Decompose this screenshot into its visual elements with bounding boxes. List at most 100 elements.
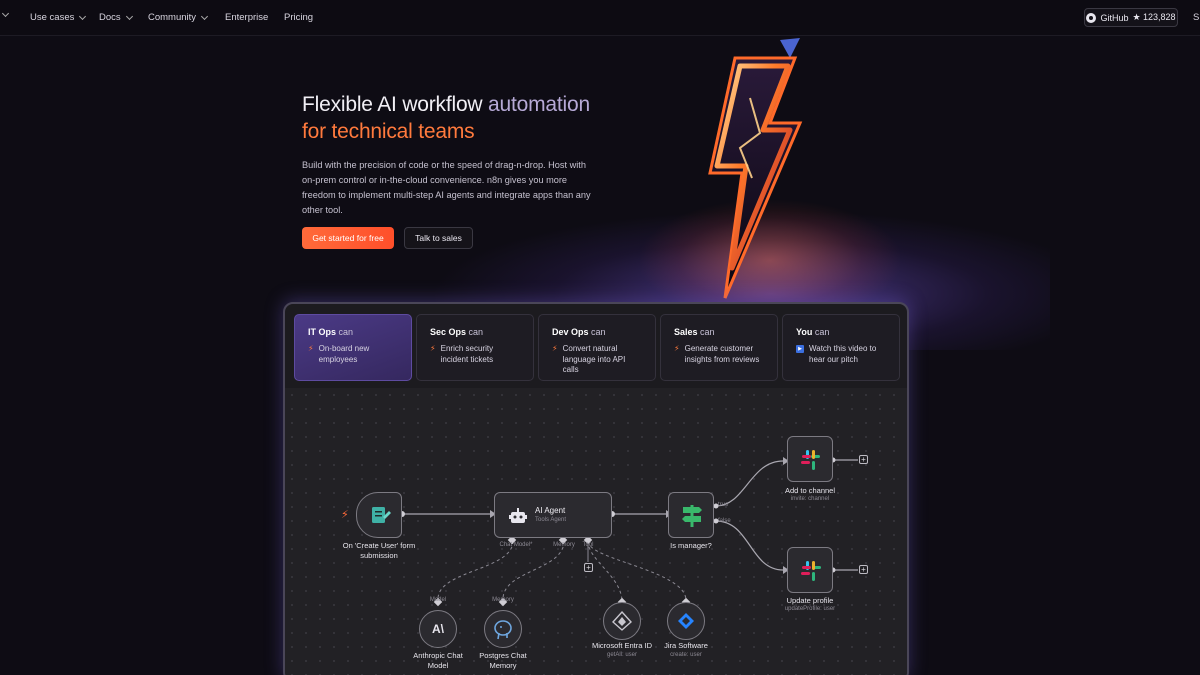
switch-label: Is manager? xyxy=(670,541,712,550)
jira-subtitle: create: user xyxy=(670,652,702,658)
memory-port-label: Memory xyxy=(492,597,514,603)
port-memory: Memory xyxy=(553,542,575,548)
entra-id-icon xyxy=(612,610,632,631)
hero-title-line2: for technical teams xyxy=(302,120,475,143)
card-title: Sales can xyxy=(674,327,764,337)
card-text: On-board new employees xyxy=(318,344,370,364)
card-you[interactable]: You can ▶ Watch this video to hear our pi… xyxy=(782,314,900,381)
nav-community[interactable]: Community xyxy=(148,12,209,23)
slack-icon xyxy=(801,450,820,470)
card-body: ⚡Enrich security incident tickets xyxy=(430,344,520,365)
github-icon xyxy=(1086,12,1097,23)
chevron-down-icon xyxy=(125,12,133,20)
card-title: You can xyxy=(796,327,886,337)
card-title-can: can xyxy=(591,327,606,337)
switch-node[interactable] xyxy=(668,492,714,538)
signpost-icon xyxy=(682,505,702,527)
ai-agent-title: AI Agent xyxy=(535,506,566,515)
ai-agent-node[interactable]: AI Agent Tools Agent xyxy=(494,492,612,538)
slack-icon xyxy=(801,561,821,581)
hero-description: Build with the precision of code or the … xyxy=(302,160,591,215)
nav-sign-in[interactable]: Si xyxy=(1193,12,1200,23)
card-text: Watch this video to hear our pitch xyxy=(809,344,877,364)
add-tool-button[interactable]: + xyxy=(584,563,593,572)
port-tool: Tool xyxy=(582,542,594,548)
chevron-down-icon[interactable] xyxy=(1,9,10,18)
slack-add-channel-node[interactable] xyxy=(787,436,833,482)
trigger-label: On 'Create User' form submission xyxy=(342,541,416,560)
card-title-name: Dev Ops xyxy=(552,327,589,337)
trigger-bolt-icon: ⚡ xyxy=(341,509,349,521)
nav-use-cases[interactable]: Use cases xyxy=(30,12,87,23)
update-profile-subtitle: updateProfile: user xyxy=(784,606,836,612)
hero-title-part2: automation xyxy=(488,93,590,116)
nav-use-cases-label: Use cases xyxy=(30,12,75,23)
card-text: Generate customer insights from reviews xyxy=(684,344,760,364)
card-title-can: can xyxy=(468,327,484,337)
card-body: ▶ Watch this video to hear our pitch xyxy=(796,344,886,365)
postgres-label: Postgres Chat Memory xyxy=(479,651,527,670)
entra-subtitle: getAll: user xyxy=(606,652,637,658)
slack-update-profile-node[interactable] xyxy=(787,547,833,593)
model-port-label: Model xyxy=(429,597,447,603)
card-title: Sec Ops can xyxy=(430,327,520,337)
nav-community-label: Community xyxy=(148,12,197,23)
card-title-can: can xyxy=(700,327,715,337)
hero-glow-orange xyxy=(640,200,900,310)
nav-enterprise[interactable]: Enterprise xyxy=(225,12,268,23)
card-title-can: can xyxy=(338,327,354,337)
github-button[interactable]: GitHub ★ 123,828 xyxy=(1084,8,1178,27)
nav-enterprise-label: Enterprise xyxy=(225,12,269,23)
update-profile-label: Update profile xyxy=(786,596,834,605)
card-sec-ops[interactable]: Sec Ops can ⚡Enrich security incident ti… xyxy=(416,314,534,381)
trigger-node[interactable] xyxy=(356,492,402,538)
nav-docs-label: Docs xyxy=(99,12,121,23)
play-icon: ▶ xyxy=(796,345,804,353)
talk-to-sales-button[interactable]: Talk to sales xyxy=(404,227,473,249)
hero-title-line1: Flexible AI workflow automation xyxy=(302,93,590,117)
ai-agent-subtitle: Tools Agent xyxy=(535,517,567,523)
entra-label: Microsoft Entra ID xyxy=(591,641,652,650)
chevron-down-icon xyxy=(201,12,209,20)
card-body: ⚡ On-board new employees xyxy=(308,344,398,365)
jira-node[interactable] xyxy=(667,602,705,640)
card-sales[interactable]: Sales can ⚡Generate customer insights fr… xyxy=(660,314,778,381)
card-dev-ops[interactable]: Dev Ops can ⚡ Convert natural language in… xyxy=(538,314,656,381)
anthropic-icon: A\ xyxy=(432,622,444,636)
robot-icon xyxy=(509,508,527,523)
lightning-bolt-icon xyxy=(708,38,803,299)
jira-label: Jira Software xyxy=(664,641,708,650)
card-title-name: Sec Ops xyxy=(430,327,467,337)
get-started-button[interactable]: Get started for free xyxy=(302,227,394,249)
bolt-icon: ⚡ xyxy=(430,344,436,353)
card-title-can: can xyxy=(814,327,830,337)
card-title-name: You xyxy=(796,327,813,337)
entra-node[interactable] xyxy=(603,602,641,640)
card-title-name: IT Ops xyxy=(308,327,337,337)
switch-true-label: true xyxy=(718,502,729,508)
nav-pricing[interactable]: Pricing xyxy=(284,12,313,23)
github-label: GitHub xyxy=(1100,12,1129,23)
bolt-icon: ⚡ xyxy=(552,344,558,353)
chevron-down-icon xyxy=(79,12,87,20)
card-title: Dev Ops can xyxy=(552,327,642,337)
hero-title-part1: Flexible AI workflow xyxy=(302,93,483,116)
postgres-node[interactable] xyxy=(484,610,522,648)
nav-docs[interactable]: Docs xyxy=(99,12,133,23)
switch-false-label: false xyxy=(718,518,731,524)
add-channel-label: Add to channel xyxy=(784,486,836,495)
github-stars: ★ 123,828 xyxy=(1132,12,1176,22)
anthropic-label: Anthropic Chat Model xyxy=(413,651,463,670)
form-icon xyxy=(372,507,391,523)
card-it-ops[interactable]: IT Ops can ⚡ On-board new employees xyxy=(294,314,412,381)
card-body: ⚡Generate customer insights from reviews xyxy=(674,344,764,365)
card-title: IT Ops can xyxy=(308,327,398,337)
bolt-icon: ⚡ xyxy=(308,344,314,353)
port-chat-model: Chat Model* xyxy=(499,542,533,548)
add-node-button[interactable]: + xyxy=(859,455,868,464)
add-node-button[interactable]: + xyxy=(859,565,868,574)
add-channel-subtitle: invite: channel xyxy=(790,496,830,502)
anthropic-node[interactable]: A\ xyxy=(419,610,457,648)
jira-icon xyxy=(678,613,694,629)
card-text: Convert natural language into API calls xyxy=(562,344,626,374)
